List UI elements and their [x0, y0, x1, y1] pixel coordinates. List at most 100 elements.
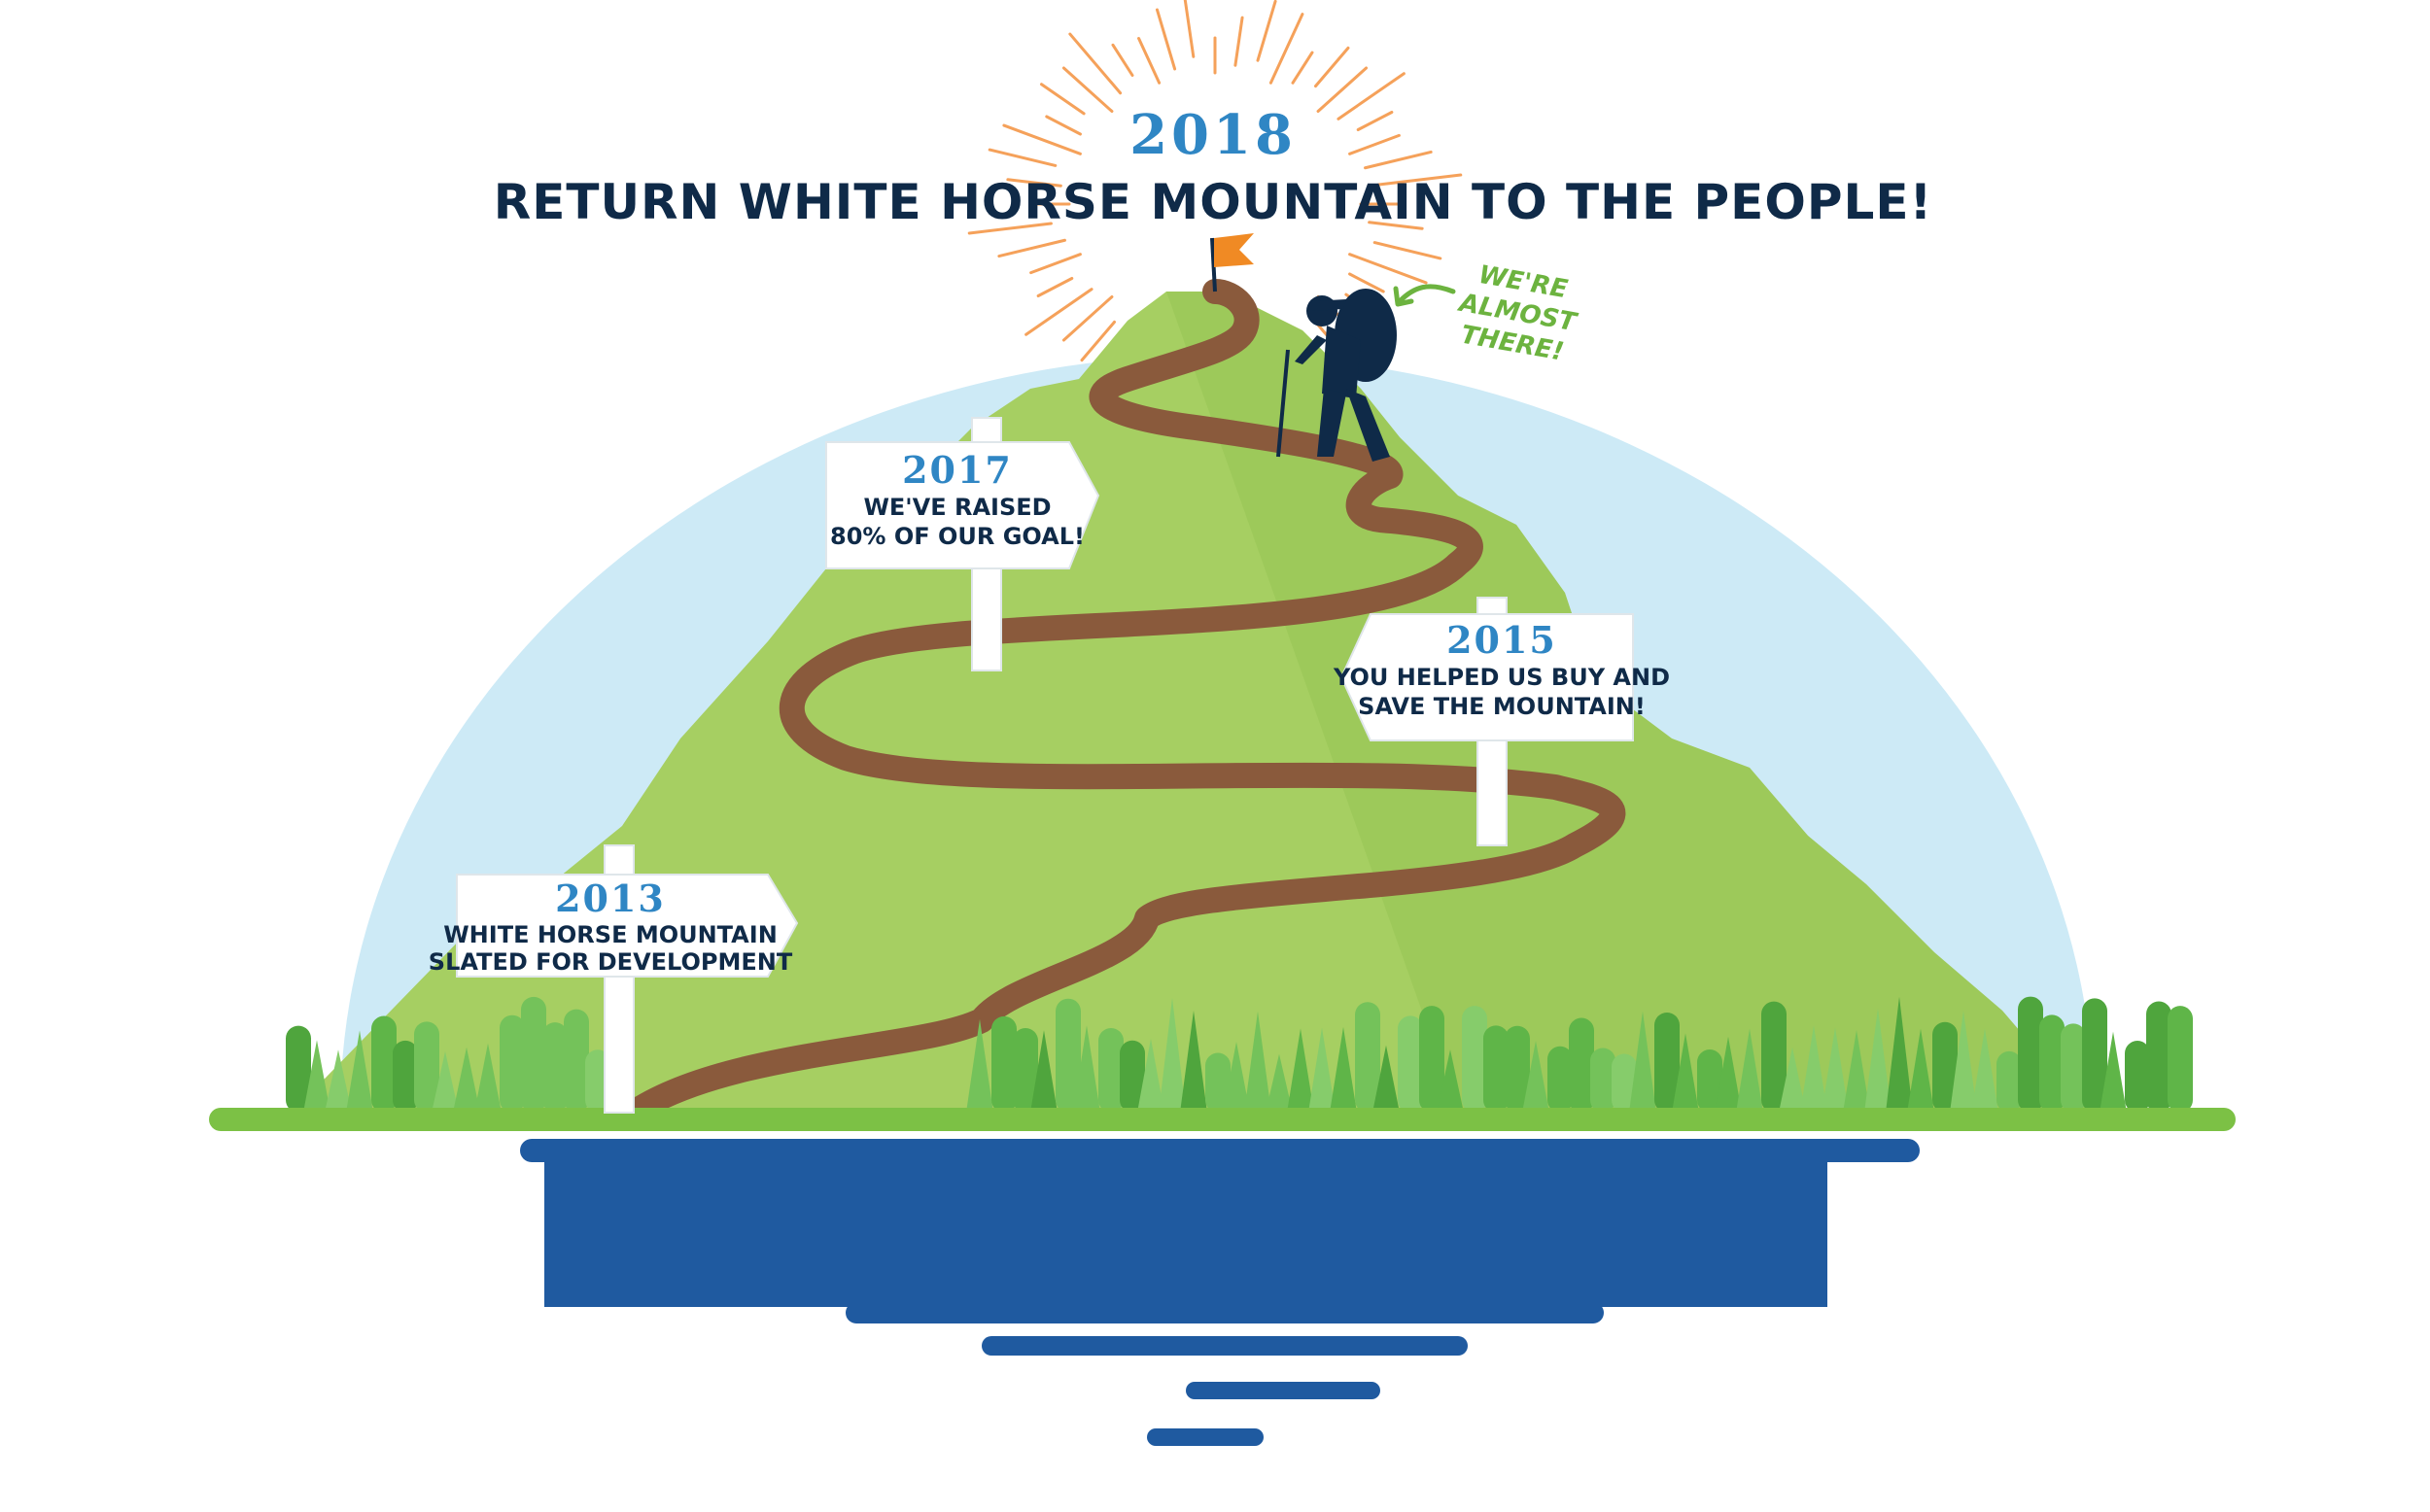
sunburst-ray: [1029, 253, 1082, 275]
round-tree: [1761, 1001, 1787, 1113]
lake: [520, 1139, 1920, 1446]
sunburst-ray: [1002, 123, 1082, 155]
sunburst-ray: [1348, 253, 1428, 285]
sunburst-ray: [1348, 133, 1401, 155]
round-tree: [1013, 1027, 1038, 1113]
round-tree: [564, 1009, 589, 1113]
round-tree: [1697, 1049, 1722, 1113]
sign-2015-line2: SAVE THE MOUNTAIN!: [1358, 693, 1646, 720]
sunburst-ray: [1045, 115, 1082, 136]
pine-tree: [1779, 1047, 1806, 1113]
round-tree: [2061, 1023, 2086, 1113]
round-tree: [2168, 1006, 2193, 1113]
sunburst-ray: [1233, 16, 1244, 67]
pine-tree: [1950, 1010, 1977, 1113]
round-tree: [2018, 996, 2043, 1113]
water-stripe: [1186, 1382, 1380, 1399]
sign-2015-board: [1339, 613, 1634, 741]
pine-tree: [1800, 1025, 1827, 1113]
sunburst-ray: [1364, 150, 1433, 170]
round-tree: [991, 1015, 1017, 1113]
pine-tree: [1308, 1027, 1336, 1113]
sunburst-ray: [1368, 221, 1424, 230]
sunburst-ray: [1356, 111, 1394, 131]
sunburst-ray: [1316, 66, 1369, 114]
pine-tree: [1180, 1011, 1207, 1113]
hiker-icon: [1276, 289, 1397, 462]
sunburst-ray: [1006, 178, 1062, 188]
sign-2013-board: [456, 874, 799, 978]
sunburst-ray: [1155, 8, 1177, 71]
round-tree: [1205, 1052, 1231, 1113]
sign-2017-line1: WE'VE RAISED: [863, 494, 1051, 521]
sign-2015-year: 2015: [1446, 618, 1557, 662]
pine-tree: [1223, 1042, 1250, 1113]
round-tree: [2039, 1014, 2065, 1113]
round-tree: [286, 1025, 311, 1113]
sunburst-ray: [1268, 13, 1304, 85]
sign-2017-year: 2017: [902, 448, 1013, 492]
round-tree: [521, 996, 546, 1113]
sunburst-ray: [1068, 32, 1123, 95]
round-tree: [1996, 1050, 2022, 1113]
pine-tree: [346, 1030, 373, 1113]
pine-tree: [303, 1040, 330, 1113]
sunburst-ray: [1039, 83, 1086, 116]
pine-tree: [1715, 1036, 1742, 1113]
sunburst-ray: [1183, 0, 1196, 58]
sunburst-ray: [1061, 294, 1114, 342]
sunburst-ray: [1336, 72, 1406, 120]
pine-tree: [1030, 1030, 1058, 1113]
sunburst-ray: [1111, 43, 1134, 77]
sunburst-ray: [1080, 320, 1117, 362]
sunburst-ray: [1377, 173, 1463, 187]
round-tree: [542, 1022, 568, 1113]
round-tree: [2082, 998, 2107, 1113]
pine-tree: [1629, 1011, 1656, 1113]
pine-tree: [432, 1050, 459, 1113]
round-tree: [1056, 998, 1081, 1113]
pine-tree: [1244, 1011, 1271, 1113]
sign-2013-year: 2013: [555, 876, 666, 920]
sign-2013-line1: WHITE HORSE MOUNTAIN: [443, 921, 778, 948]
round-tree: [1419, 1006, 1444, 1113]
sunburst-ray: [1291, 51, 1314, 85]
round-tree: [500, 1014, 525, 1113]
pine-tree: [1843, 1030, 1870, 1113]
trail: [629, 279, 1626, 1120]
round-tree: [1569, 1017, 1594, 1113]
pine-tree: [1971, 1028, 1998, 1113]
pine-tree: [1266, 1053, 1293, 1113]
round-tree: [1547, 1046, 1573, 1113]
sunburst-ray: [1348, 272, 1385, 293]
pine-tree: [1822, 1027, 1849, 1113]
sunburst-ray: [1137, 37, 1162, 85]
sign-2013: 2013 WHITE HORSE MOUNTAIN SLATED FOR DEV…: [429, 844, 799, 1114]
sunburst-ray: [1372, 241, 1442, 260]
round-tree: [1398, 1015, 1423, 1113]
pine-tree: [453, 1047, 480, 1113]
sign-2017-board: [825, 441, 1100, 569]
pine-tree: [1159, 997, 1186, 1113]
water-stripe: [982, 1336, 1468, 1356]
round-tree: [1654, 1012, 1680, 1113]
pine-tree: [1907, 1028, 1934, 1113]
round-tree: [1505, 1025, 1530, 1113]
pine-tree: [1736, 1028, 1763, 1113]
pine-tree: [966, 1018, 993, 1113]
grass-strip: [209, 1108, 2236, 1131]
pine-tree: [1372, 1045, 1400, 1113]
pine-tree: [1287, 1028, 1314, 1113]
pine-tree: [1864, 1008, 1892, 1113]
pine-tree: [1437, 1049, 1464, 1113]
pine-tree: [1672, 1033, 1699, 1113]
round-tree: [1462, 1006, 1487, 1113]
round-tree: [1355, 1002, 1380, 1113]
round-tree: [1612, 1053, 1637, 1113]
title-year: 2018: [1129, 103, 1297, 167]
sunburst-ray: [988, 148, 1058, 167]
sunburst-ray: [1061, 66, 1114, 114]
sunburst-ray: [1313, 46, 1350, 88]
pine-tree: [474, 1043, 502, 1113]
